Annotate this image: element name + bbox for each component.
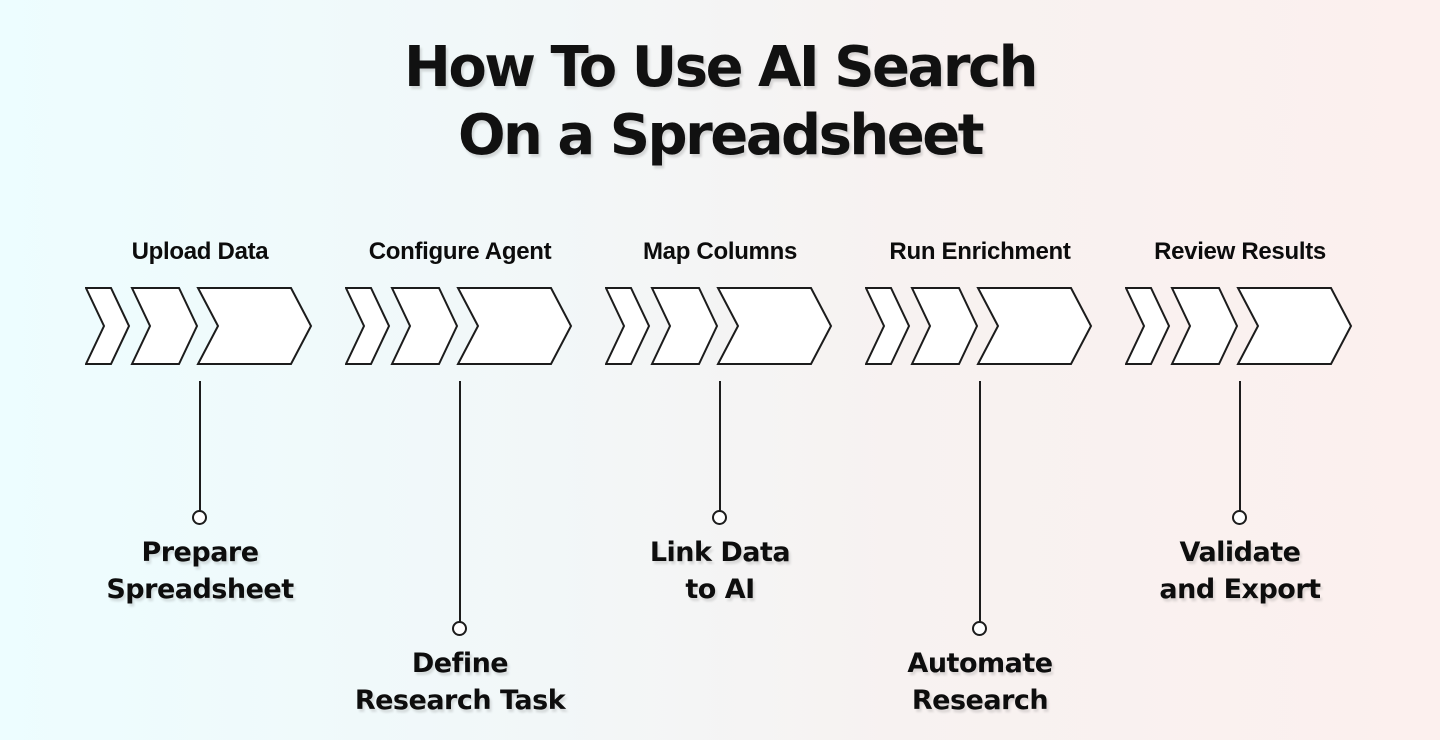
step-caption-line1: Link Data bbox=[649, 537, 791, 568]
connector-node bbox=[972, 621, 987, 636]
step-caption: Prepare Spreadsheet bbox=[50, 534, 350, 608]
connector-line bbox=[979, 381, 981, 622]
connector-node bbox=[1232, 510, 1247, 525]
step-label: Map Columns bbox=[642, 238, 798, 265]
connector-line bbox=[719, 381, 721, 511]
step-caption-line2: Spreadsheet bbox=[106, 574, 294, 605]
step-review-results: Review Results Validate and Export bbox=[1110, 0, 1370, 740]
triple-chevron-icon bbox=[345, 287, 573, 365]
step-caption-line1: Automate bbox=[907, 648, 1053, 679]
step-label: Run Enrichment bbox=[889, 238, 1071, 265]
step-label: Upload Data bbox=[131, 238, 269, 265]
step-caption: Define Research Task bbox=[310, 645, 610, 719]
triple-chevron-icon bbox=[865, 287, 1093, 365]
step-caption-line2: Research bbox=[911, 685, 1049, 716]
step-configure-agent: Configure Agent Define Research Task bbox=[330, 0, 590, 740]
connector-node bbox=[192, 510, 207, 525]
connector-node bbox=[452, 621, 467, 636]
step-caption-line1: Validate bbox=[1179, 537, 1301, 568]
step-label: Configure Agent bbox=[368, 238, 552, 265]
step-caption: Automate Research bbox=[830, 645, 1130, 719]
page-title-line1: How To Use AI Search bbox=[403, 35, 1039, 100]
step-caption-line1: Define bbox=[411, 648, 509, 679]
step-caption-line1: Prepare bbox=[141, 537, 259, 568]
step-run-enrichment: Run Enrichment Automate Research bbox=[850, 0, 1110, 740]
step-label: Review Results bbox=[1154, 238, 1326, 265]
page-title: How To Use AI Search On a Spreadsheet bbox=[0, 34, 1440, 170]
step-caption-line2: and Export bbox=[1159, 574, 1321, 605]
connector-node bbox=[712, 510, 727, 525]
step-caption-line2: Research Task bbox=[354, 685, 566, 716]
step-caption: Link Data to AI bbox=[570, 534, 870, 608]
triple-chevron-icon bbox=[1125, 287, 1353, 365]
connector-line bbox=[459, 381, 461, 622]
connector-line bbox=[199, 381, 201, 511]
step-caption-line2: to AI bbox=[685, 574, 755, 605]
page-title-line2: On a Spreadsheet bbox=[457, 103, 985, 168]
triple-chevron-icon bbox=[605, 287, 833, 365]
step-upload-data: Upload Data Prepare Spreadsheet bbox=[70, 0, 330, 740]
connector-line bbox=[1239, 381, 1241, 511]
triple-chevron-icon bbox=[85, 287, 313, 365]
step-map-columns: Map Columns Link Data to AI bbox=[590, 0, 850, 740]
step-caption: Validate and Export bbox=[1090, 534, 1390, 608]
